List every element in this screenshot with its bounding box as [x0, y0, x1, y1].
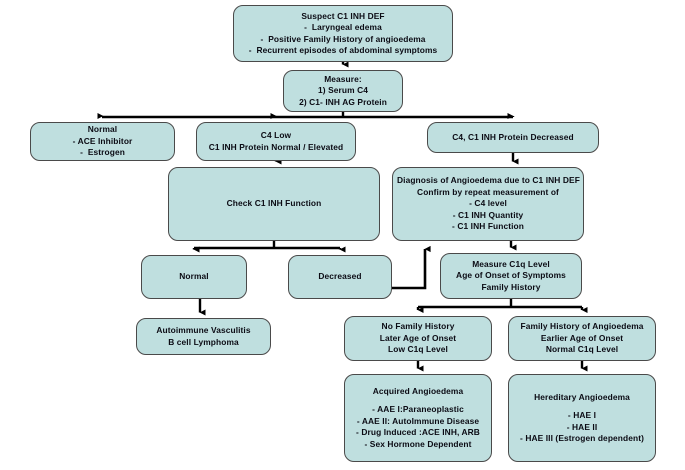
node-text-line: - ACE Inhibitor: [72, 135, 133, 146]
acquired-angioedema-outcome: Acquired Angioedema - AAE I:Paraneoplasti…: [344, 374, 492, 462]
node-text-line: C1 INH Protein Normal / Elevated: [208, 141, 344, 152]
node-text-line: 1) Serum C4: [318, 85, 368, 96]
node-text-line: Confirm by repeat measurement of: [417, 186, 559, 197]
c4-c1-inh-decreased-result: C4, C1 INH Protein Decreased: [427, 122, 599, 153]
node-text-line: - AAE II: AutoImmune Disease: [356, 415, 480, 426]
node-text-line: - C1 INH Quantity: [452, 209, 524, 220]
node-text-line: Suspect C1 INH DEF: [301, 10, 385, 21]
node-text-line: - C4 level: [469, 198, 507, 209]
node-text-line: Normal: [179, 271, 209, 282]
node-text-line: Autoimmune Vasculitis: [156, 325, 251, 335]
function-normal: Normal: [141, 255, 247, 299]
node-text-line: - Laryngeal edema: [304, 22, 382, 32]
node-text-line: B cell Lymphoma: [168, 336, 239, 347]
diagnosis-angioedema-c1-inh-def: Diagnosis of Angioedema due to C1 INH DE…: [392, 167, 584, 241]
node-text-line: Earlier Age of Onset: [540, 332, 624, 343]
node-text-line: Hereditary Angioedema: [534, 391, 630, 402]
node-text-line: - Drug Induced :ACE INH, ARB: [356, 427, 480, 438]
node-text-line: - HAE I: [567, 410, 597, 420]
node-text-line: - HAE II: [566, 421, 598, 432]
node-text-line: Family History: [481, 281, 541, 292]
node-text-line: - HAE III (Estrogen dependent): [520, 433, 644, 443]
node-text-line: 2) C1- INH AG Protein: [299, 96, 387, 107]
node-text-line: Measure C1q Level: [472, 258, 550, 269]
node-text-line: Low C1q Level: [388, 344, 448, 355]
node-text-line: - Sex Hormone Dependent: [364, 438, 472, 449]
node-text-line: Age of Onset of Symptoms: [456, 270, 566, 281]
node-text-line: - Estrogen: [80, 147, 125, 158]
connector-measure-split-3: [97, 112, 515, 120]
check-c1-inh-function: Check C1 INH Function: [168, 167, 380, 241]
function-decreased: Decreased: [288, 255, 392, 299]
node-text-line: C4 Low: [260, 130, 292, 140]
connector-c1q-split-2: [416, 299, 588, 314]
node-text-line: - C1 INH Function: [452, 221, 524, 232]
node-text-line: Measure:: [324, 73, 362, 84]
node-text-line: Later Age of Onset: [379, 332, 457, 343]
node-text-line: Normal C1q Level: [545, 344, 619, 355]
node-text-line: Acquired Angioedema: [372, 385, 464, 396]
node-text-line: - Positive Family History of angioedema: [260, 33, 426, 44]
node-text-line: - Recurrent episodes of abdominal sympto…: [248, 45, 438, 55]
node-text-line: Check C1 INH Function: [226, 198, 322, 209]
connector-decreased-elbow-up: [392, 245, 431, 290]
node-text-line: Normal: [87, 124, 118, 135]
node-text-line: Decreased: [318, 271, 362, 282]
node-text-line: Family History of Angioedema: [520, 321, 644, 332]
node-text-line: C4, C1 INH Protein Decreased: [452, 131, 574, 142]
node-text-line: No Family History: [381, 321, 455, 332]
suspect-c1-inh-def: Suspect C1 INH DEF- Laryngeal edema- Pos…: [233, 5, 453, 62]
node-text-line: Diagnosis of Angioedema due to C1 INH DE…: [397, 175, 580, 186]
node-text-line: - AAE I:Paraneoplastic: [372, 404, 464, 415]
connector-check-split-2: [192, 241, 346, 253]
hereditary-angioedema-outcome: Hereditary Angioedema - HAE I- HAE II- HA…: [508, 374, 656, 462]
normal-result: Normal- ACE Inhibitor- Estrogen: [30, 122, 175, 161]
